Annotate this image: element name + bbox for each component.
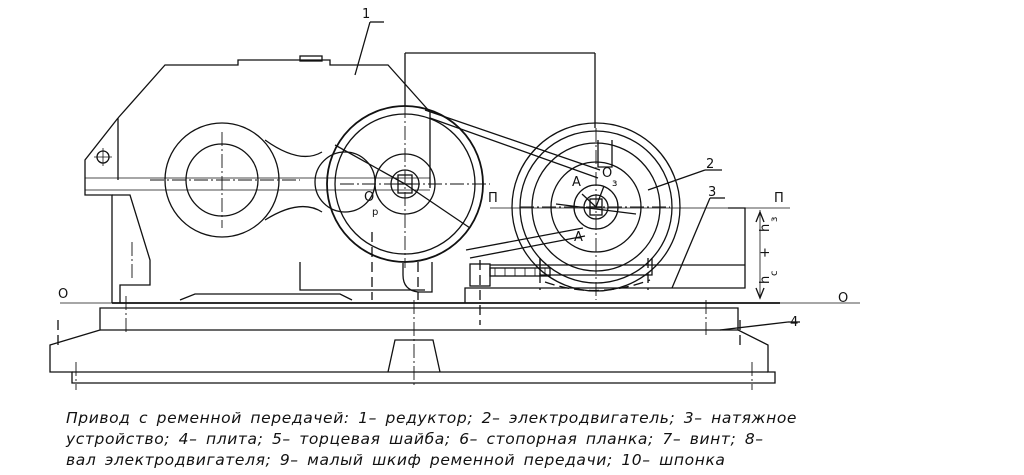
label-3: 3 (708, 185, 716, 200)
label-oz: O (602, 166, 612, 181)
belt-drive-drawing: 1 2 3 4 O O П П O р O з A A h з + h c (49, 7, 860, 390)
large-pulley (326, 104, 490, 300)
label-a-top: A (572, 175, 581, 190)
label-h3-sub: з (769, 217, 780, 222)
electric-motor (404, 52, 681, 300)
base-plate (49, 296, 776, 390)
gear-reducer (84, 55, 431, 303)
label-hc-sub: c (769, 271, 780, 277)
label-2: 2 (706, 157, 714, 172)
caption-line-3: вал электродвигателя; 9– малый шкиф реме… (66, 451, 726, 469)
label-oz-sub: з (612, 178, 617, 189)
label-p-right: П (774, 191, 784, 206)
label-o-left: O (58, 287, 68, 302)
caption-line-1: Привод с ременной передачей: 1– редуктор… (66, 409, 798, 427)
axis-lines (60, 207, 860, 304)
leader-lines (354, 21, 800, 331)
label-o-right: O (838, 291, 848, 306)
label-a-bottom: A (574, 230, 583, 245)
label-1: 1 (362, 7, 370, 22)
label-4: 4 (790, 315, 798, 330)
label-h3: h (758, 224, 773, 232)
caption-line-2: устройство; 4– плита; 5– торцевая шайба;… (66, 430, 764, 448)
label-op: O (364, 190, 374, 205)
label-plus: + (758, 247, 773, 258)
tensioning-device (464, 207, 765, 325)
label-op-sub: р (372, 207, 378, 218)
label-hc: h (758, 276, 773, 284)
label-p-left: П (488, 191, 498, 206)
